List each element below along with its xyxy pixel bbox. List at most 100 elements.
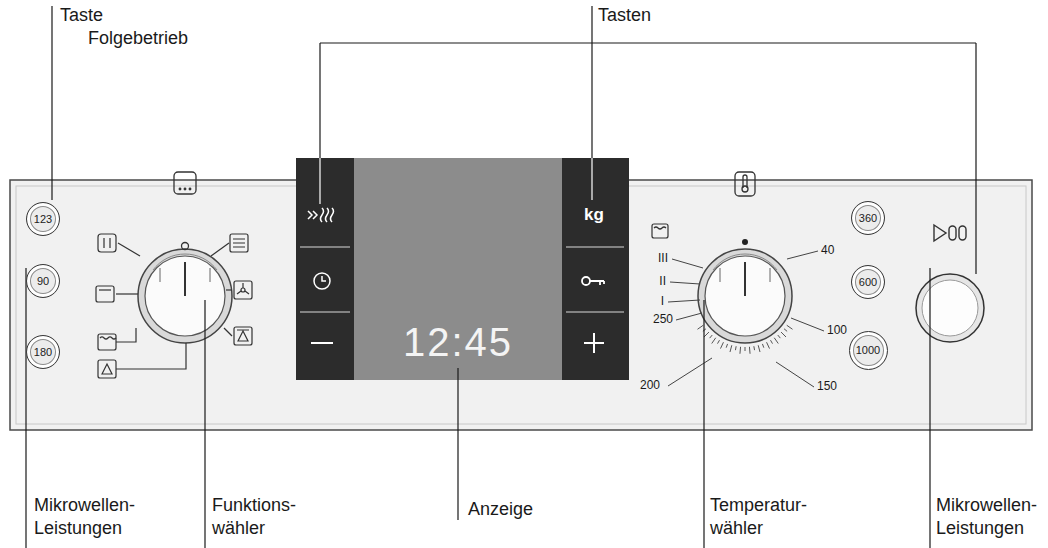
leader-line [975,43,976,274]
button-label: 180 [34,346,52,358]
dial-tick [749,347,751,354]
temperature-knob [770,268,771,282]
function-symbols [99,289,111,290]
leader-line [929,268,930,548]
function-symbols [100,337,116,339]
scale-line [776,362,814,387]
dial-tick [726,344,727,348]
function-symbols [237,330,249,341]
function-symbols [98,334,116,350]
callout-label: Anzeige [468,498,533,521]
dial-tick [787,325,793,329]
dial-tick [758,345,760,352]
dial-tick [753,346,755,350]
scale-line [672,259,703,268]
display-block [296,158,629,380]
dial-tick [697,325,792,354]
function-symbols [241,288,245,292]
scale-label: 200 [640,378,660,394]
callout-label: Temperatur- wähler [710,494,825,541]
dial-tick [720,342,723,348]
function-symbols [116,343,186,369]
dial-tick [778,335,781,338]
key-separator [566,311,624,312]
leader-line [204,300,205,548]
leader-line-on-dark [319,158,320,204]
key-separator [300,246,350,247]
leader-line [591,6,592,43]
function-icon [174,172,196,194]
function-symbols [211,243,229,256]
function-symbols [226,289,232,290]
quick-heat-icon [321,208,334,222]
button-label: 1000 [856,344,880,356]
callout-label: Mikrowellen- Leistungen [936,494,1044,541]
key-lock-icon [582,277,604,285]
scale-label: III [658,251,668,267]
scale-label: 150 [817,379,837,395]
scale-line [668,300,700,302]
dial-tick [710,335,713,338]
key-separator [300,247,624,312]
temperature-knob [742,239,748,245]
power-button: 600 [851,265,885,299]
function-symbols [118,243,140,256]
dial-tick [739,347,741,354]
function-symbols [234,281,252,299]
function-symbols [96,286,114,302]
scale-line [670,282,700,284]
leader-line [320,42,976,43]
callout-label: Funktions- wähler [212,494,322,541]
function-symbols [98,360,116,378]
function-knob [184,262,186,296]
display-readout: 12:45 [403,322,513,362]
sequence-button: 123 [26,202,60,236]
dial-tick [781,332,786,337]
function-symbols [104,238,110,248]
temperature-knob [698,239,792,343]
scale-label: 40 [821,243,834,259]
dial-tick [771,340,773,343]
leader-line [51,6,52,200]
scale-line [787,251,818,259]
key-lock-icon [590,281,604,285]
scale-label: I [661,294,664,310]
leader-line [703,300,704,548]
function-symbols [224,328,232,336]
display-block [296,158,629,380]
clock-icon [322,276,326,281]
function-symbols [102,364,112,374]
start-button [916,274,984,342]
function-knob [182,243,189,250]
button-label: 123 [34,213,52,225]
temperature-knob [720,268,721,282]
start-button [916,274,984,342]
function-knob [145,256,225,336]
function-symbols [116,293,138,294]
leader-line [591,43,592,158]
quick-heat-icon [308,208,334,222]
button-label: 600 [859,276,877,288]
dial-tick [730,345,732,352]
plus-symbol [593,333,595,353]
dial-tick [767,342,770,348]
scale-line [668,251,824,387]
dial-tick [735,346,737,350]
callout-label: Mikrowellen- Leistungen [34,494,152,541]
button-label: 360 [859,212,877,224]
power-button: 1000 [849,331,888,370]
dial-tick [704,332,709,337]
dial-tick [784,329,787,332]
leader-line [457,368,458,520]
grill-oven-icon [654,227,666,229]
temperature-knob [744,262,746,296]
dial-tick [718,340,720,343]
dial-tick [762,344,763,348]
scale-line [791,318,824,331]
power-button: 360 [851,201,885,235]
function-knob [138,243,232,344]
thermometer-icon [742,186,748,192]
dial-tick [774,338,778,344]
